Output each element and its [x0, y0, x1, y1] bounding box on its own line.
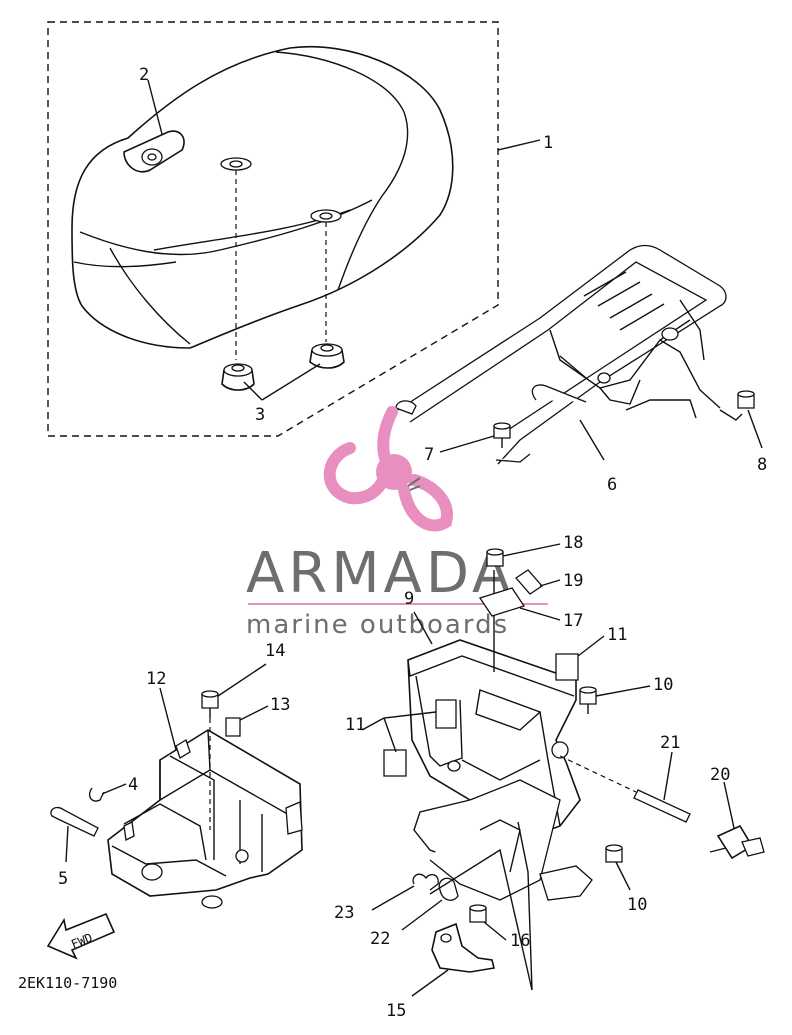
- callout-9: 9: [404, 589, 414, 609]
- seat-group-outline: [47, 21, 499, 437]
- clip-part-19: [515, 569, 543, 595]
- bolt-part-18: [486, 548, 504, 567]
- callout-18: 18: [563, 533, 583, 553]
- callout-5: 5: [58, 869, 68, 889]
- damper-part: [221, 343, 345, 391]
- bolt-part-10: [579, 686, 623, 863]
- armada-logo: ARMADA marine outboards: [246, 406, 548, 640]
- pad-part-13: [225, 717, 241, 737]
- switch-part-20: [709, 824, 765, 860]
- fwd-arrow-icon: FWD: [46, 912, 116, 960]
- callout-15: 15: [386, 1001, 406, 1021]
- callout-23: 23: [334, 903, 354, 923]
- spring-part-23: [412, 873, 439, 891]
- callout-19: 19: [563, 571, 583, 591]
- callout-11-right: 11: [607, 625, 627, 645]
- callout-12: 12: [146, 669, 166, 689]
- callout-2: 2: [139, 65, 149, 85]
- callout-16: 16: [510, 931, 530, 951]
- seat-pin-part: [123, 130, 185, 173]
- bolt-part-7: [493, 422, 511, 448]
- callout-20: 20: [710, 765, 730, 785]
- callout-8: 8: [757, 455, 767, 475]
- callout-17: 17: [563, 611, 583, 631]
- bracket-part-15: [431, 922, 495, 973]
- callout-11-left: 11: [345, 715, 365, 735]
- nut-part-8: [737, 390, 755, 409]
- watermark-tagline: marine outboards: [246, 610, 509, 640]
- bolt-part-14: [201, 690, 219, 718]
- bolt-part-16: [469, 904, 487, 923]
- callout-14: 14: [265, 641, 285, 661]
- callout-7: 7: [424, 445, 434, 465]
- lever-part-22: [438, 877, 459, 901]
- plate-part-17: [478, 587, 526, 617]
- callout-22: 22: [370, 929, 390, 949]
- callout-1: 1: [543, 133, 553, 153]
- seat-part: [71, 46, 454, 349]
- callout-21: 21: [660, 733, 680, 753]
- callout-13: 13: [270, 695, 290, 715]
- callout-10-upper: 10: [653, 675, 673, 695]
- callout-6: 6: [607, 475, 617, 495]
- callout-10-lower: 10: [627, 895, 647, 915]
- carrier-frame-part: [395, 244, 727, 465]
- shaft-part-21: [559, 755, 691, 823]
- diagram-code: 2EK110-7190: [18, 974, 117, 992]
- pad-part-11: [383, 653, 579, 777]
- battery-box-part: [107, 729, 303, 909]
- callout-4: 4: [128, 775, 138, 795]
- clip-part-4: [88, 787, 105, 802]
- callout-3: 3: [255, 405, 265, 425]
- watermark-brand: ARMADA: [246, 541, 514, 606]
- bolt-part-5: [50, 806, 99, 837]
